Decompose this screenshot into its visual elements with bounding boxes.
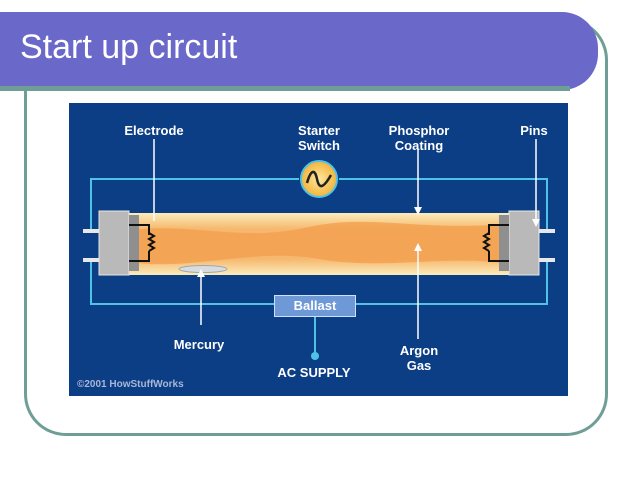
title-bar — [0, 12, 598, 90]
label-mercury: Mercury — [173, 337, 225, 352]
label-phosphor-coating: Phosphor Coating — [374, 123, 464, 153]
pointer-lines — [153, 139, 537, 339]
label-phosphor-line2: Coating — [394, 138, 444, 153]
ballast-box: Ballast — [274, 295, 356, 317]
label-phosphor-line1: Phosphor — [388, 123, 450, 138]
diagram-graphic — [83, 139, 555, 360]
label-ac-supply: AC SUPPLY — [277, 365, 351, 380]
label-electrode: Electrode — [124, 123, 184, 138]
label-starter-line2: Switch — [298, 138, 340, 153]
starter-switch-icon — [300, 160, 338, 198]
label-starter-switch: Starter Switch — [274, 123, 364, 153]
fluorescent-lamp-diagram: Electrode Starter Switch Phosphor Coatin… — [69, 103, 568, 396]
fluorescent-tube — [123, 213, 515, 275]
mercury-droplet — [178, 265, 228, 273]
label-argon-gas: Argon Gas — [379, 343, 459, 373]
label-starter-line1: Starter — [298, 123, 340, 138]
copyright-text: ©2001 HowStuffWorks — [77, 379, 184, 390]
label-argon-line2: Gas — [406, 358, 432, 373]
pointer-arrowheads — [197, 207, 540, 277]
label-argon-line1: Argon — [399, 343, 439, 358]
left-end-cap — [83, 210, 156, 276]
slide-title: Start up circuit — [20, 28, 238, 66]
title-underline — [0, 86, 570, 91]
label-pins: Pins — [520, 123, 548, 138]
ac-supply-node — [311, 352, 319, 360]
